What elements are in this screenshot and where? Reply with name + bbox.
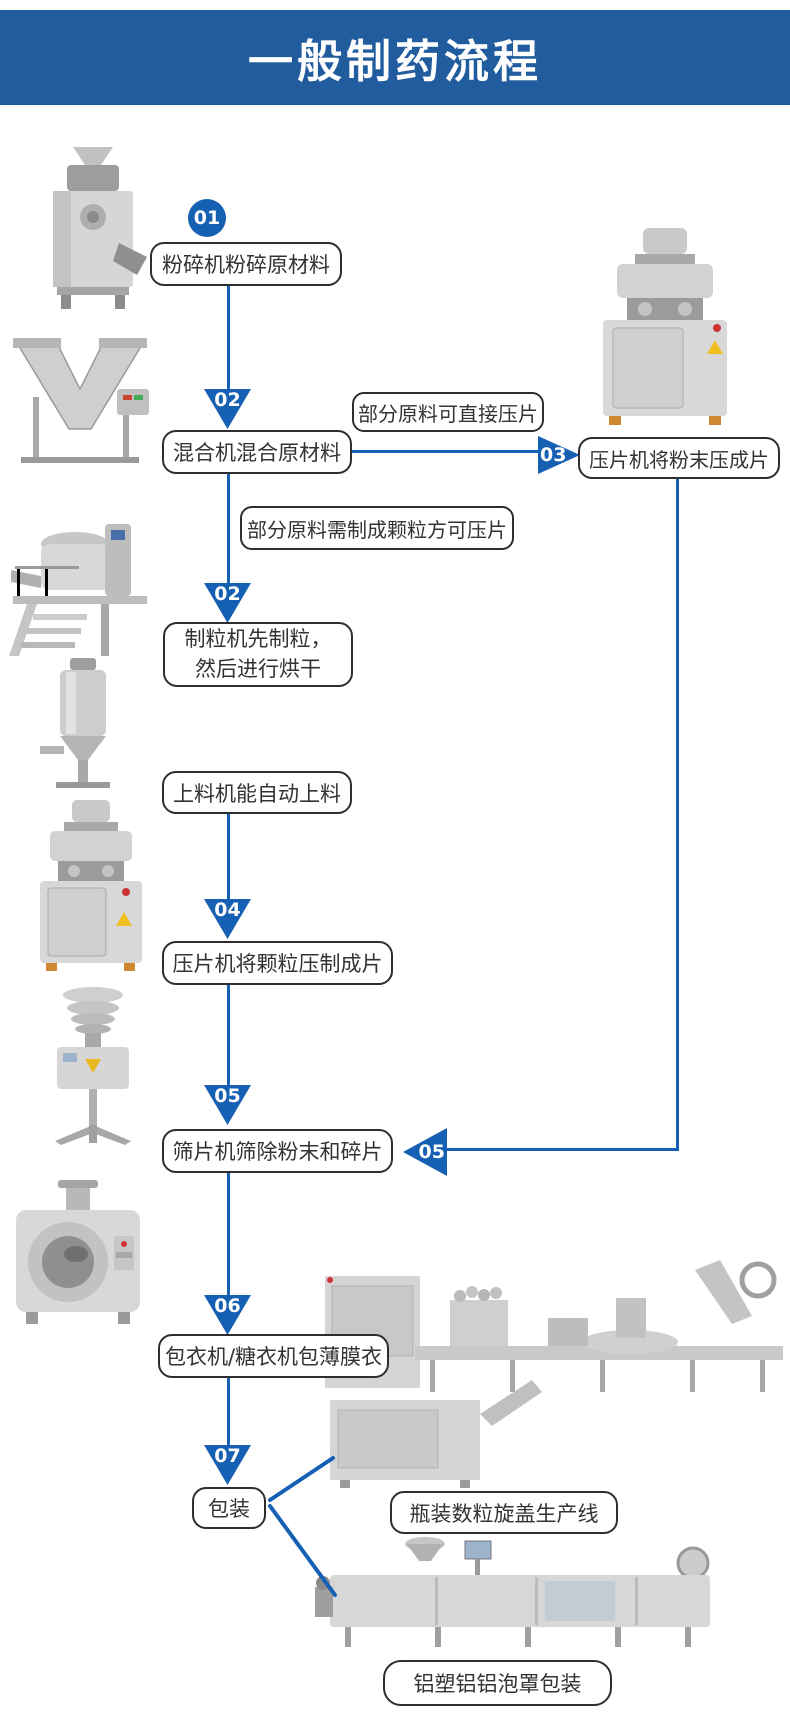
arrow-down-02b: 02 bbox=[204, 583, 251, 623]
step-box-feeder: 上料机能自动上料 bbox=[162, 771, 352, 814]
step-box-sieve: 筛片机筛除粉末和碎片 bbox=[162, 1129, 393, 1173]
step-box-granulate-label-2: 然后进行烘干 bbox=[195, 656, 321, 681]
arrow-down-02-number: 02 bbox=[214, 389, 241, 411]
step-box-mix: 混合机混合原材料 bbox=[162, 430, 352, 474]
label-box-blister-line-text: 铝塑铝铝泡罩包装 bbox=[413, 1672, 582, 1696]
granulator-machine-image bbox=[9, 524, 147, 656]
bottle-line-machine-image bbox=[325, 1260, 783, 1488]
step-badge-01: 01 bbox=[188, 199, 226, 237]
step-box-crush-label: 粉碎机粉碎原材料 bbox=[162, 253, 330, 277]
connector-mix-to-granulate bbox=[227, 473, 230, 583]
arrow-down-06-number: 06 bbox=[214, 1295, 241, 1317]
label-box-bottle-line-text: 瓶装数粒旋盖生产线 bbox=[409, 1501, 599, 1526]
arrow-down-07-number: 07 bbox=[214, 1445, 241, 1467]
arrow-down-07: 07 bbox=[204, 1445, 251, 1485]
note-box-direct-press-label: 部分原料可直接压片 bbox=[358, 401, 538, 426]
step-badge-01-number: 01 bbox=[193, 207, 221, 229]
step-box-granule-press: 压片机将颗粒压制成片 bbox=[162, 941, 393, 985]
connector-mix-to-press bbox=[352, 450, 540, 453]
vacuum-feeder-machine-image bbox=[40, 658, 110, 788]
tablet-press-right-machine-image bbox=[603, 228, 727, 425]
step-box-granulate: 制粒机先制粒， 然后进行烘干 bbox=[163, 622, 353, 687]
connector-press-to-sieve bbox=[227, 984, 230, 1085]
arrow-right-03: 03 bbox=[538, 436, 580, 474]
v-mixer-machine-image bbox=[13, 338, 149, 463]
step-box-powder-press-label: 压片机将粉末压成片 bbox=[589, 447, 769, 472]
arrow-down-06: 06 bbox=[204, 1295, 251, 1335]
page-title: 一般制药流程 bbox=[247, 35, 542, 88]
step-box-packaging-label: 包装 bbox=[208, 1497, 250, 1521]
arrow-down-05: 05 bbox=[204, 1085, 251, 1125]
arrow-down-02: 02 bbox=[204, 389, 251, 429]
crusher-machine-image bbox=[53, 147, 147, 309]
step-box-sieve-label: 筛片机筛除粉末和碎片 bbox=[172, 1140, 383, 1164]
arrow-down-02b-number: 02 bbox=[214, 583, 241, 605]
label-box-blister-line: 铝塑铝铝泡罩包装 bbox=[383, 1660, 612, 1706]
note-box-direct-press: 部分原料可直接压片 bbox=[352, 392, 544, 432]
step-box-powder-press: 压片机将粉末压成片 bbox=[578, 437, 780, 479]
note-box-need-granule: 部分原料需制成颗粒方可压片 bbox=[240, 506, 514, 550]
deduster-machine-image bbox=[55, 987, 131, 1145]
label-box-bottle-line: 瓶装数粒旋盖生产线 bbox=[390, 1491, 618, 1534]
step-box-coating-label: 包衣机/糖衣机包薄膜衣 bbox=[164, 1345, 383, 1369]
arrow-left-05-number: 05 bbox=[418, 1140, 445, 1163]
step-box-coating: 包衣机/糖衣机包薄膜衣 bbox=[158, 1334, 389, 1378]
connector-right-horizontal bbox=[447, 1148, 679, 1151]
blister-machine-image bbox=[315, 1537, 710, 1647]
arrow-down-04-number: 04 bbox=[214, 899, 241, 921]
connector-coating-to-packaging bbox=[227, 1378, 230, 1446]
arrow-down-05-number: 05 bbox=[214, 1085, 241, 1107]
coating-machine-image bbox=[16, 1180, 140, 1324]
packaging-branch-lines bbox=[268, 1456, 337, 1597]
step-box-mix-label: 混合机混合原材料 bbox=[173, 441, 341, 465]
header-banner: 一般制药流程 bbox=[0, 10, 790, 105]
step-box-feeder-label: 上料机能自动上料 bbox=[173, 781, 341, 806]
arrow-right-03-number: 03 bbox=[540, 443, 567, 466]
connector-right-vertical bbox=[676, 478, 679, 1150]
step-box-crush: 粉碎机粉碎原材料 bbox=[150, 242, 342, 286]
arrow-left-05: 05 bbox=[403, 1128, 447, 1176]
step-box-granule-press-label: 压片机将颗粒压制成片 bbox=[172, 952, 383, 976]
tablet-press-left-machine-image bbox=[40, 800, 142, 971]
step-box-granulate-label-1: 制粒机先制粒， bbox=[184, 627, 332, 652]
arrow-down-04: 04 bbox=[204, 899, 251, 939]
step-box-packaging: 包装 bbox=[192, 1487, 266, 1529]
note-box-need-granule-label: 部分原料需制成颗粒方可压片 bbox=[247, 517, 507, 542]
connector-sieve-to-coating bbox=[227, 1173, 230, 1295]
connector-crush-to-mix bbox=[227, 285, 230, 389]
connector-feeder-to-press bbox=[227, 814, 230, 900]
